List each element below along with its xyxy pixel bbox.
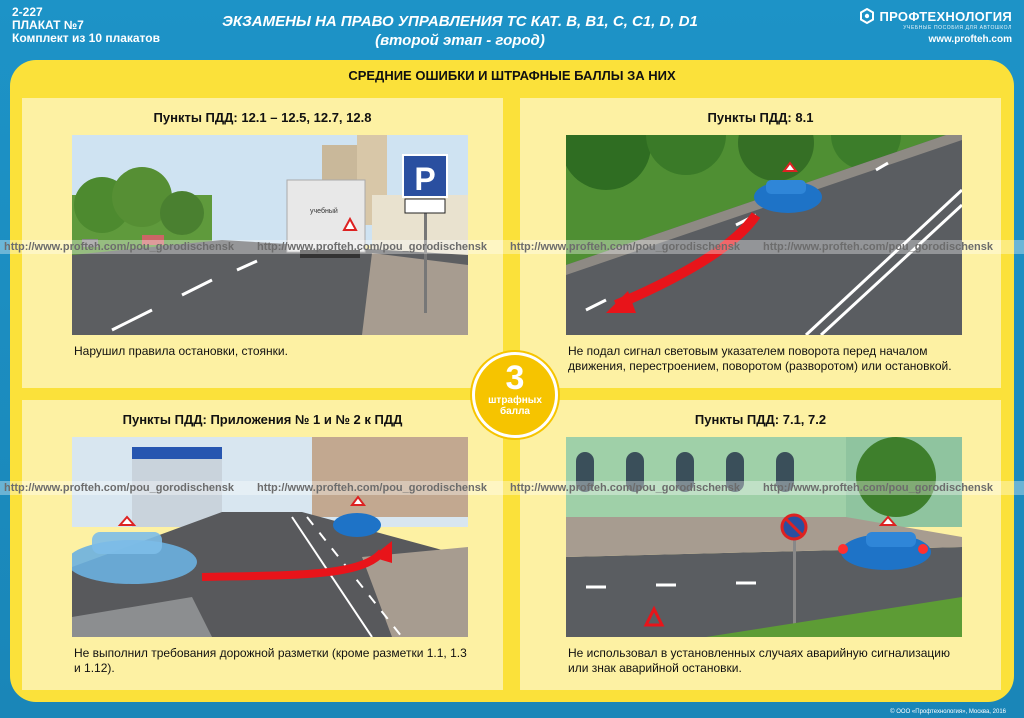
title-line-1: ЭКЗАМЕНЫ НА ПРАВО УПРАВЛЕНИЯ ТС КАТ. B, … [222,13,698,30]
penalty-label-1: штрафных [488,395,542,406]
content-panel: СРЕДНИЕ ОШИБКИ И ШТРАФНЫЕ БАЛЛЫ ЗА НИХ П… [10,60,1014,702]
poster-code: 2-227 [12,5,43,19]
watermark-strip: http://www.profteh.com/pou_gorodischensk… [0,240,1024,254]
card-rules: Пункты ПДД: 7.1, 7.2 [694,412,827,427]
card-rules: Пункты ПДД: Приложения № 1 и № 2 к ПДД [122,412,403,427]
card-rules: Пункты ПДД: 12.1 – 12.5, 12.7, 12.8 [153,110,372,125]
logo-tagline: УЧЕБНЫЕ ПОСОБИЯ ДЛЯ АВТОШКОЛ [903,25,1012,31]
watermark-strip: http://www.profteh.com/pou_gorodischensk… [0,481,1024,495]
logo-url[interactable]: www.profteh.com [928,34,1012,45]
logo-name: ПРОФТЕХНОЛОГИЯ [879,8,1012,24]
card-hazard-signal: Пункты ПДД: 7.1, 7.2 [520,400,1001,690]
scene-image [566,437,962,637]
poster-number: ПЛАКАТ №7 [12,18,84,32]
card-road-marking: Пункты ПДД: Приложения № 1 и № 2 к ПДД [22,400,503,690]
poster-set: Комплект из 10 плакатов [12,31,160,45]
logo-mark-icon [860,8,875,24]
card-description: Не использовал в установленных случаях а… [568,646,950,675]
poster-info: 2-227 ПЛАКАТ №7 Комплект из 10 плакатов [12,6,160,45]
title-line-2: (второй этап - город) [375,32,545,49]
card-description: Нарушил правила остановки, стоянки. [74,344,288,358]
truck-label: учебный [310,207,338,215]
copyright: © ООО «Профтехнология», Москва, 2016 [890,709,1006,715]
parking-sign-letter: P [414,161,435,197]
penalty-points: 3 [505,359,525,397]
penalty-label-2: балла [499,406,530,417]
card-turn-signal: Пункты ПДД: 8.1 Не подал сигнал световым… [520,98,1001,388]
card-rules: Пункты ПДД: 8.1 [707,110,814,125]
scene-image [72,437,468,637]
penalty-badge: 3 штрафных балла [472,352,558,438]
scene-image: учебный P [72,135,468,335]
card-description: Не подал сигнал световым указателем пово… [568,344,952,373]
card-parking: Пункты ПДД: 12.1 – 12.5, 12.7, 12.8 учеб… [22,98,503,388]
brand-logo: ПРОФТЕХНОЛОГИЯ УЧЕБНЫЕ ПОСОБИЯ ДЛЯ АВТОШ… [859,8,1012,45]
scene-image [566,135,962,335]
page-title: ЭКЗАМЕНЫ НА ПРАВО УПРАВЛЕНИЯ ТС КАТ. B, … [180,12,740,50]
card-description: Не выполнил требования дорожной разметки… [74,646,467,675]
section-subtitle: СРЕДНИЕ ОШИБКИ И ШТРАФНЫЕ БАЛЛЫ ЗА НИХ [348,68,676,83]
